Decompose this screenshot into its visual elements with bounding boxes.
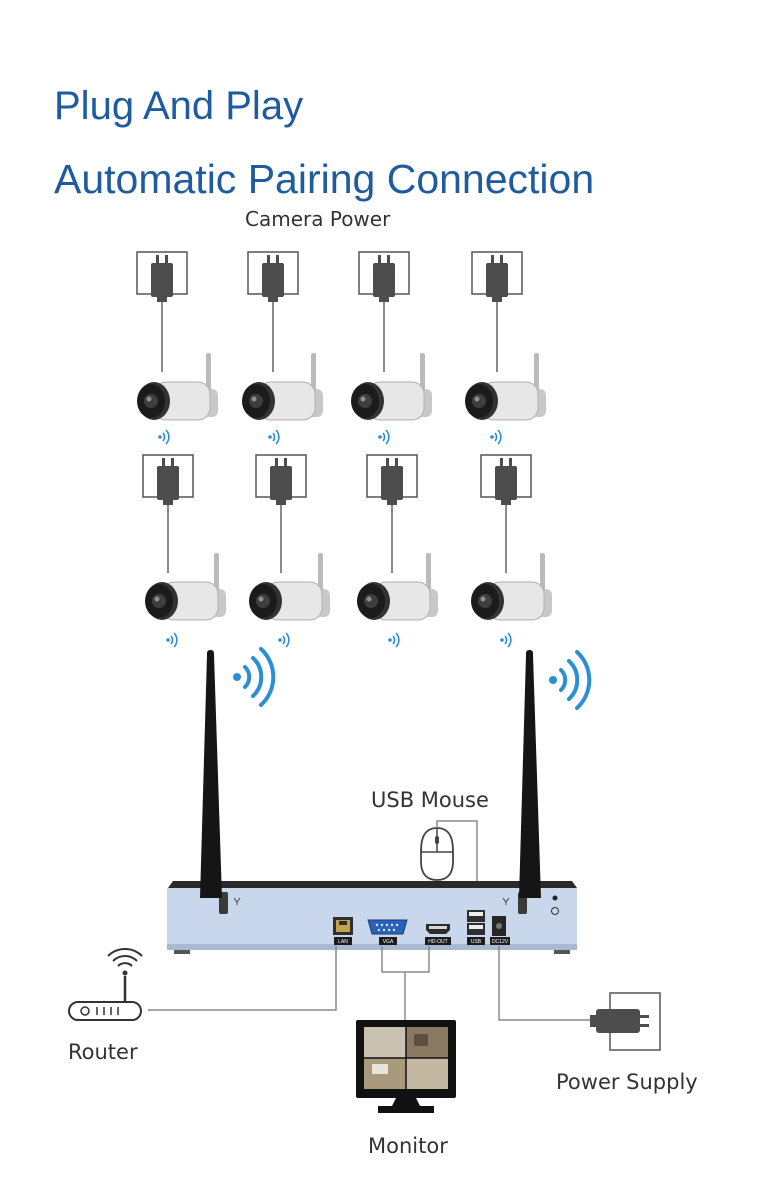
headline-line-2: Automatic Pairing Connection [54, 156, 595, 202]
bullet-camera-icon [356, 552, 439, 621]
camera-unit [464, 251, 547, 445]
wifi-signal-icon [267, 429, 280, 445]
wall-plug-icon [358, 251, 410, 303]
wifi-signal-icon [547, 650, 592, 710]
camera-unit [136, 251, 219, 445]
wifi-signal-icon [231, 647, 276, 707]
bullet-camera-icon [470, 552, 553, 621]
hdmi-port-label: HD-OUT [428, 939, 447, 945]
wall-plug-icon [136, 251, 188, 303]
antenna-icon [519, 650, 541, 898]
camera-row-2 [142, 454, 553, 648]
monitor-icon [356, 1020, 456, 1113]
nvr-recorder-icon: LAN VGA HD-OUT USB [167, 881, 577, 954]
router-icon [68, 947, 143, 1021]
bullet-camera-icon [464, 352, 547, 421]
camera-unit [248, 454, 331, 648]
router-label: Router [68, 1040, 138, 1064]
wifi-signal-icon [157, 429, 170, 445]
lan-port-label: LAN [338, 939, 348, 945]
wall-plug-icon [247, 251, 299, 303]
hdmi-port: HD-OUT [425, 924, 451, 945]
wall-plug-icon [255, 454, 307, 506]
wall-plug-icon [480, 454, 532, 506]
usb-mouse-label: USB Mouse [371, 788, 489, 812]
camera-row-1 [136, 251, 547, 445]
camera-unit [470, 454, 553, 648]
wall-plug-icon [142, 454, 194, 506]
wall-plug-icon [366, 454, 418, 506]
bullet-camera-icon [248, 552, 331, 621]
bullet-camera-icon [136, 352, 219, 421]
usb-port: USB [467, 910, 485, 945]
mouse-icon [420, 827, 454, 881]
monitor-label: Monitor [368, 1134, 448, 1158]
wifi-signal-icon [165, 632, 178, 648]
wifi-signal-icon [277, 632, 290, 648]
bullet-camera-icon [144, 552, 227, 621]
usb-port-label: USB [471, 939, 482, 945]
power-supply-label: Power Supply [556, 1070, 698, 1094]
wall-plug-icon [471, 251, 523, 303]
wall-plug-icon [590, 992, 661, 1051]
vga-port: VGA [367, 919, 408, 945]
wifi-signal-icon [489, 429, 502, 445]
bullet-camera-icon [350, 352, 433, 421]
dc-power-port: DC12V [490, 916, 510, 945]
wifi-signal-icon [377, 429, 390, 445]
camera-unit [241, 251, 324, 445]
camera-unit [356, 454, 439, 648]
camera-power-label: Camera Power [245, 207, 391, 231]
lan-port: LAN [333, 917, 353, 945]
dc-port-label: DC12V [492, 939, 509, 945]
vga-port-label: VGA [383, 939, 394, 945]
antenna-icon [200, 650, 222, 898]
bullet-camera-icon [241, 352, 324, 421]
camera-unit [350, 251, 433, 445]
camera-unit [142, 454, 227, 648]
wifi-signal-icon [499, 632, 512, 648]
headline-line-1: Plug And Play [54, 84, 304, 128]
wifi-signal-icon [387, 632, 400, 648]
